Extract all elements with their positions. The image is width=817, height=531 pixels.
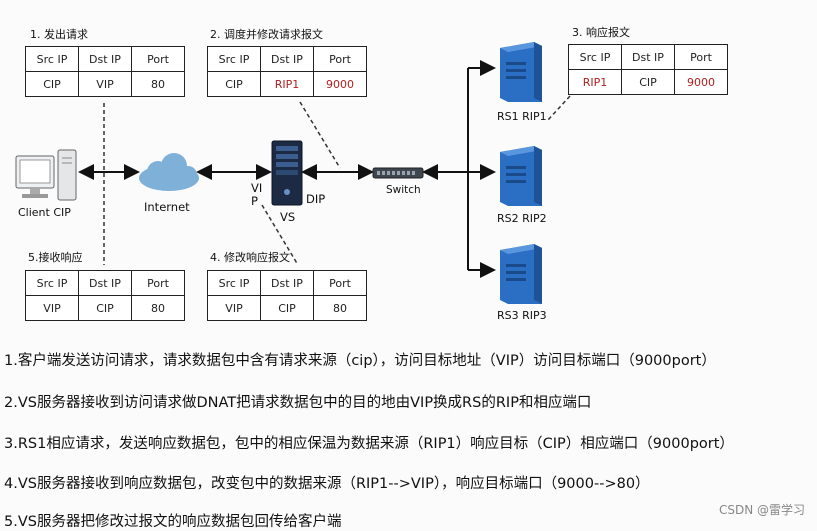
- header-cell: Src IP: [207, 46, 261, 72]
- value-cell: CIP: [621, 69, 675, 95]
- header-cell: Dst IP: [78, 270, 132, 296]
- step-1: 1.客户端发送访问请求，请求数据包中含有请求来源（cip），访问目标地址（VIP…: [4, 353, 716, 369]
- value-cell: CIP: [25, 71, 79, 97]
- header-cell: Dst IP: [78, 46, 132, 72]
- value-cell: VIP: [207, 295, 261, 321]
- header-cell: Dst IP: [260, 270, 314, 296]
- table-3-caption: 3. 响应报文: [572, 26, 630, 39]
- table-4-caption: 5.接收响应: [28, 251, 83, 264]
- rs2-label: RS2 RIP2: [497, 212, 547, 225]
- client-computer-icon: [15, 149, 77, 201]
- header-cell: Port: [313, 270, 367, 296]
- rs1-label: RS1 RIP1: [497, 110, 547, 123]
- vs-label: VS: [280, 210, 296, 224]
- header-cell: Port: [131, 46, 185, 72]
- header-cell: Dst IP: [621, 44, 675, 70]
- header-cell: Dst IP: [260, 46, 314, 72]
- value-cell: RIP1: [568, 69, 622, 95]
- vip-label: VI P: [251, 181, 263, 208]
- step-2: 2.VS服务器接收到访问请求做DNAT把请求数据包中的目的地由VIP换成RS的R…: [4, 395, 592, 411]
- dash-table2: [299, 101, 341, 169]
- value-cell: VIP: [25, 295, 79, 321]
- table-5-caption: 4. 修改响应报文: [210, 251, 290, 264]
- value-cell: CIP: [78, 295, 132, 321]
- header-cell: Port: [313, 46, 367, 72]
- dash-table3: [547, 95, 571, 121]
- header-cell: Port: [674, 44, 728, 70]
- header-cell: Src IP: [25, 46, 79, 72]
- header-cell: Port: [131, 270, 185, 296]
- rs3-server-icon: [500, 244, 542, 304]
- step-3: 3.RS1相应请求，发送响应数据包，包中的相应保温为数据来源（RIP1）响应目标…: [4, 436, 734, 452]
- value-cell: 80: [131, 71, 185, 97]
- internet-label: Internet: [144, 200, 190, 214]
- value-cell: 80: [313, 295, 367, 321]
- header-cell: Src IP: [568, 44, 622, 70]
- rs2-server-icon: [500, 146, 542, 206]
- switch-label: Switch: [386, 184, 421, 196]
- rs3-label: RS3 RIP3: [497, 309, 547, 322]
- client-label: Client CIP: [18, 206, 71, 219]
- step-5: 5.VS服务器把修改过报文的响应数据包回传给客户端: [4, 514, 342, 530]
- value-cell: CIP: [260, 295, 314, 321]
- value-cell: 9000: [313, 71, 367, 97]
- dip-label: DIP: [306, 192, 326, 206]
- internet-cloud-icon: [139, 153, 199, 191]
- value-cell: RIP1: [260, 71, 314, 97]
- header-cell: Src IP: [207, 270, 261, 296]
- step-4: 4.VS服务器接收到响应数据包，改变包中的数据来源（RIP1-->VIP），响应…: [4, 476, 650, 492]
- dash-table4: [261, 204, 299, 266]
- switch-icon: [372, 167, 424, 179]
- value-cell: 9000: [674, 69, 728, 95]
- value-cell: 80: [131, 295, 185, 321]
- header-cell: Src IP: [25, 270, 79, 296]
- watermark: CSDN @雷学习: [718, 503, 805, 517]
- value-cell: CIP: [207, 71, 261, 97]
- vs-server-icon: [271, 140, 303, 206]
- table-1-caption: 1. 发出请求: [30, 28, 88, 41]
- rs1-server-icon: [500, 42, 542, 102]
- table-2-caption: 2. 调度并修改请求报文: [210, 28, 323, 41]
- value-cell: VIP: [78, 71, 132, 97]
